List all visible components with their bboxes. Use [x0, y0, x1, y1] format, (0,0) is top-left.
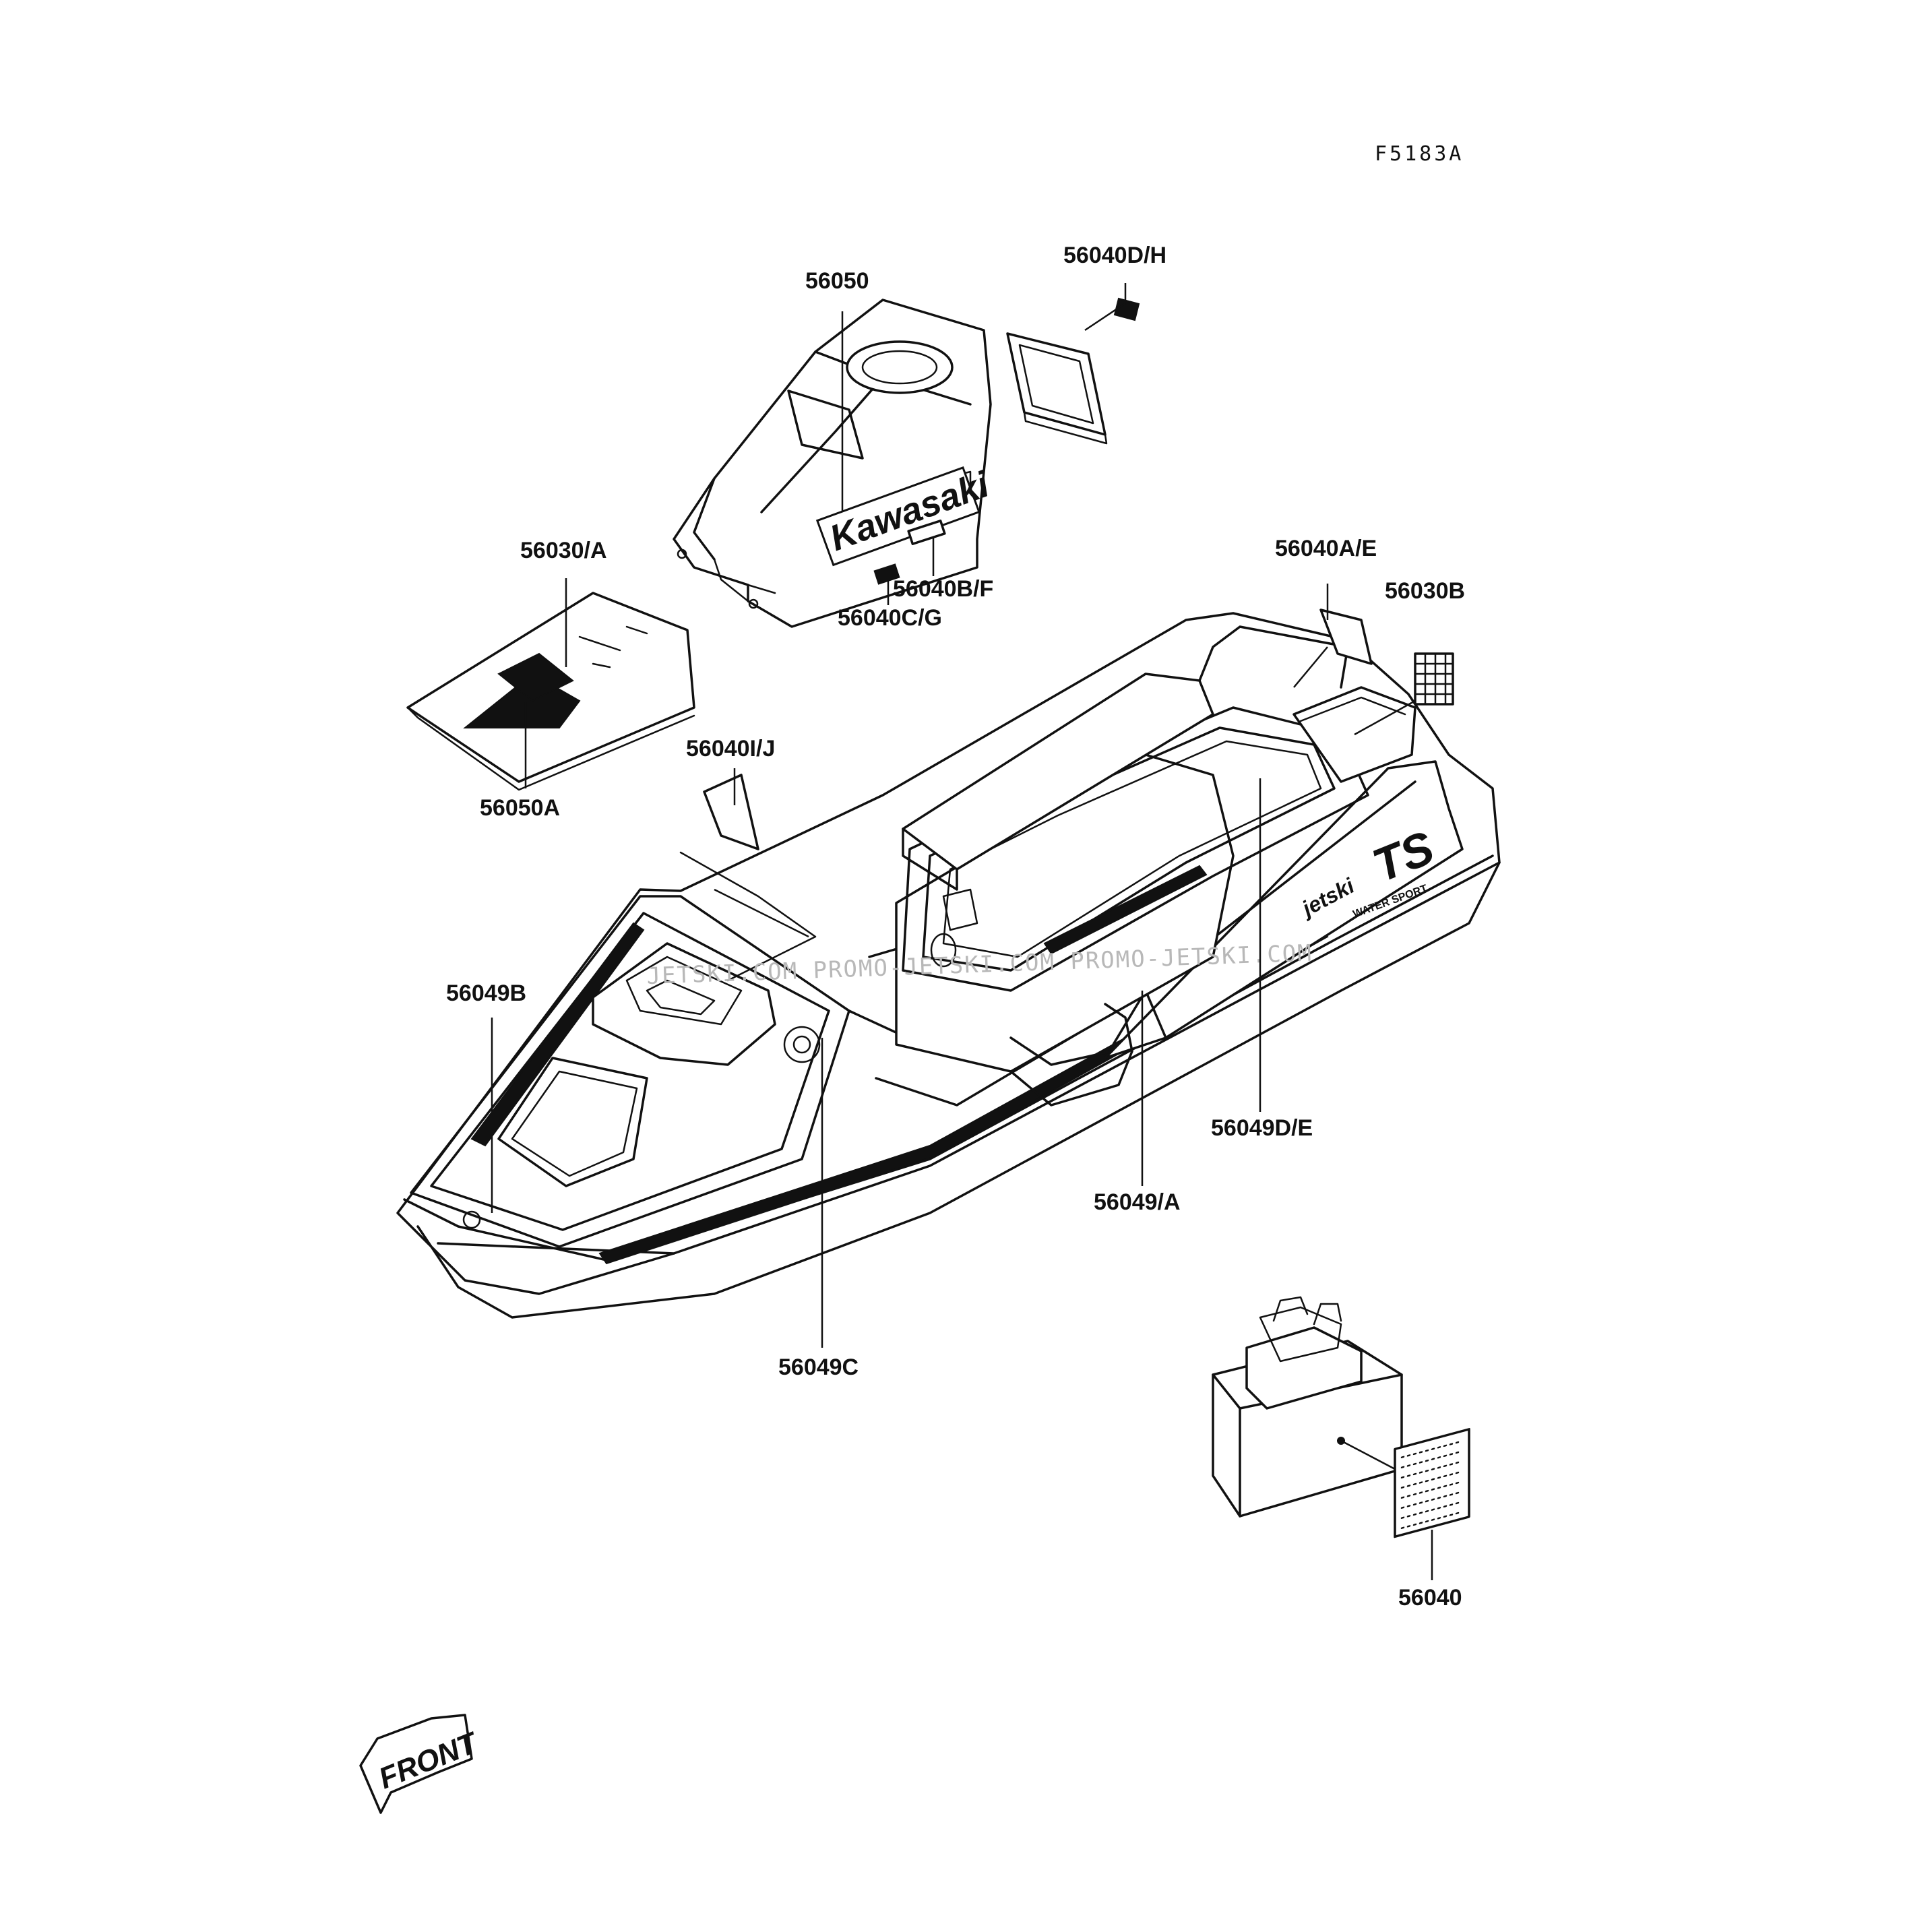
label-56049a: 56049/A — [1094, 1189, 1181, 1215]
label-56040ij: 56040I/J — [686, 736, 775, 761]
front-arrow: FRONT — [359, 1714, 483, 1814]
label-56030a: 56030/A — [520, 538, 607, 563]
leader-lines — [491, 283, 1433, 1580]
label-56040dh: 56040D/H — [1063, 243, 1166, 268]
decal-56040 — [1394, 1428, 1470, 1538]
label-56050: 56050 — [805, 268, 869, 294]
decal-56030b-hatch — [1414, 652, 1454, 706]
decal-56030b — [1414, 652, 1454, 706]
hatch-lid — [1006, 297, 1140, 445]
decal-56040ae — [1319, 609, 1373, 665]
label-56040ae: 56040A/E — [1275, 536, 1377, 561]
label-56040cg: 56040C/G — [838, 605, 942, 631]
engine-cover: Kawasaki — [673, 299, 995, 628]
label-56049b: 56049B — [446, 980, 526, 1006]
lid-decal — [1113, 297, 1140, 321]
label-56030b: 56030B — [1385, 578, 1465, 604]
cowl-stripe — [1043, 865, 1208, 955]
seat-pad — [406, 592, 695, 791]
label-56040bf: 56040B/F — [893, 576, 993, 602]
decal-56040-dots — [1400, 1440, 1464, 1529]
label-56040: 56040 — [1398, 1585, 1462, 1611]
hull: TS jetski WATER SPORT — [396, 612, 1501, 1319]
hull-stripe — [598, 929, 1329, 1265]
bow-stripe-b — [470, 922, 645, 1147]
figure-code: F5183A — [1375, 142, 1464, 166]
cover-decal-c — [873, 563, 900, 585]
battery — [1212, 1296, 1403, 1518]
cover-decal-b — [907, 520, 946, 545]
label-56049de: 56049D/E — [1211, 1115, 1313, 1141]
label-56050a: 56050A — [480, 795, 560, 821]
decal-56040ij — [703, 774, 759, 850]
part-labels: 56050 56040D/H 56030/A 56040B/F 56040C/G… — [446, 243, 1465, 1611]
label-56049c: 56049C — [778, 1354, 859, 1380]
